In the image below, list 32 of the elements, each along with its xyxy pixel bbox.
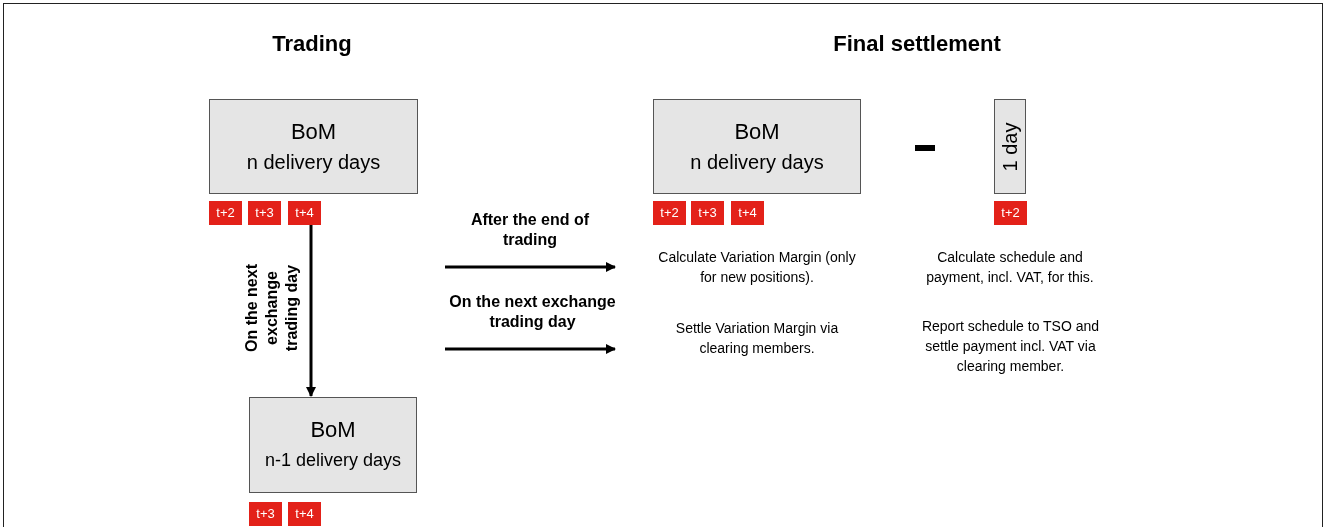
box-title: BoM bbox=[310, 416, 356, 444]
section-heading: Trading bbox=[272, 30, 352, 58]
box-subtitle: n delivery days bbox=[246, 149, 381, 175]
day-tag: t+2 bbox=[209, 201, 242, 225]
day-tag: t+3 bbox=[249, 502, 282, 526]
arrow bbox=[445, 344, 616, 354]
box-subtitle: n-1 delivery days bbox=[264, 449, 402, 472]
day-box bbox=[994, 99, 1026, 194]
process-box bbox=[653, 99, 861, 194]
box-title: BoM bbox=[290, 117, 337, 146]
edge-label: On the next exchange trading day bbox=[242, 263, 301, 354]
description-text: Calculate Variation Margin (only for new positions). bbox=[615, 247, 899, 291]
day-tag: t+4 bbox=[731, 201, 764, 225]
day-tag: t+2 bbox=[994, 201, 1027, 225]
day-tag: t+3 bbox=[691, 201, 724, 225]
arrow bbox=[445, 262, 616, 272]
edge-label: On the next exchange trading day bbox=[448, 292, 617, 332]
process-box bbox=[209, 99, 418, 194]
day-tag: t+3 bbox=[248, 201, 281, 225]
section-heading: Final settlement bbox=[833, 30, 1001, 58]
arrow bbox=[306, 225, 316, 397]
day-tag: t+4 bbox=[288, 201, 321, 225]
day-tag: t+4 bbox=[288, 502, 321, 526]
description-text: Calculate schedule and payment, incl. VAT, for this. bbox=[910, 247, 1110, 291]
process-box bbox=[249, 397, 417, 493]
day-tag: t+2 bbox=[653, 201, 686, 225]
edge-label: After the end of trading bbox=[469, 210, 591, 250]
description-text: Report schedule to TSO and settle payment incl. VAT via clearing member. bbox=[908, 316, 1113, 380]
description-text: Settle Variation Margin via clearing members. bbox=[615, 318, 899, 362]
box-title: 1 day bbox=[998, 122, 1022, 171]
box-title: BoM bbox=[734, 117, 780, 146]
box-subtitle: n delivery days bbox=[690, 149, 824, 175]
